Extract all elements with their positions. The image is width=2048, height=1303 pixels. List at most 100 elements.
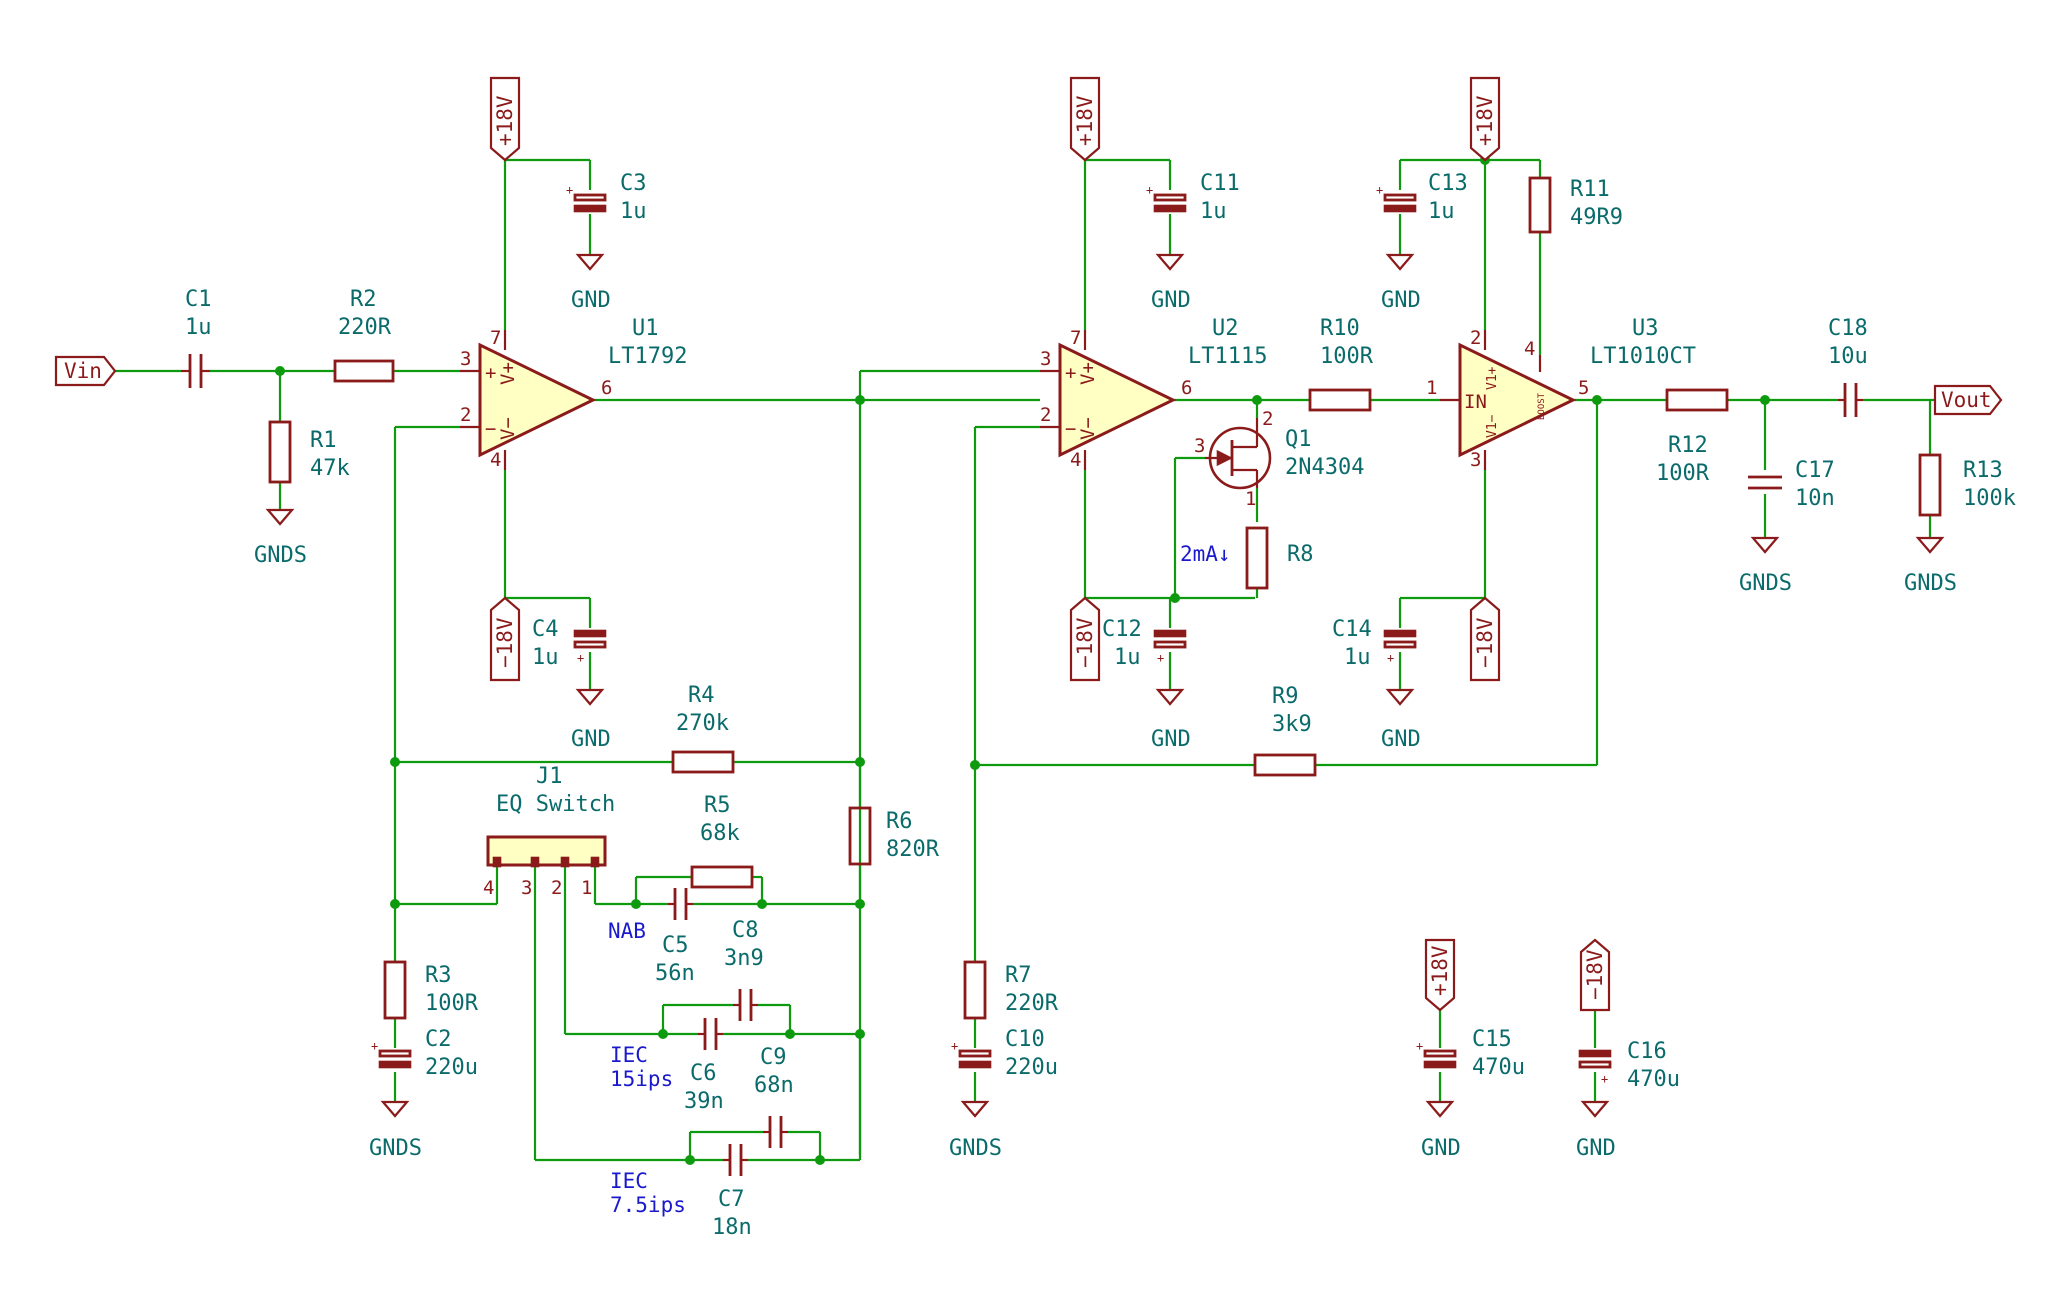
svg-text:C4: C4 xyxy=(532,617,559,642)
svg-text:R1: R1 xyxy=(310,428,337,453)
svg-text:+: + xyxy=(485,362,496,384)
capacitor-c4: + xyxy=(573,629,607,665)
svg-text:470u: 470u xyxy=(1472,1055,1525,1080)
rail-pos-u3: +18V xyxy=(1469,76,1501,162)
svg-text:4: 4 xyxy=(483,877,494,899)
svg-text:2mA↓: 2mA↓ xyxy=(1180,542,1231,566)
svg-text:270k: 270k xyxy=(676,711,729,736)
capacitor-c1 xyxy=(181,354,210,388)
svg-text:3: 3 xyxy=(1194,435,1205,457)
svg-text:−18V: −18V xyxy=(1583,949,1607,1000)
svg-text:C6: C6 xyxy=(690,1061,717,1086)
svg-text:V1−: V1− xyxy=(1485,414,1500,438)
jfet-q1: 3 2 1 xyxy=(1194,408,1273,510)
svg-text:GNDS: GNDS xyxy=(254,543,307,568)
svg-text:R5: R5 xyxy=(704,793,731,818)
capacitor-c16: + xyxy=(1578,1049,1612,1086)
component-labels: C1 1u R2 220R R1 47k U1 LT1792 C3 1u C4 … xyxy=(185,171,2016,1240)
svg-text:C18: C18 xyxy=(1828,316,1868,341)
svg-text:Vout: Vout xyxy=(1941,388,1992,412)
svg-text:C7: C7 xyxy=(718,1187,745,1212)
svg-text:1u: 1u xyxy=(1114,645,1141,670)
svg-text:1u: 1u xyxy=(532,645,559,670)
rail-pos-c15: +18V xyxy=(1424,938,1456,1012)
svg-text:V+: V+ xyxy=(1077,362,1099,385)
opamp-u2: + − V+ V− 3 2 6 7 4 xyxy=(1040,327,1192,471)
svg-text:+18V: +18V xyxy=(1473,95,1497,146)
svg-text:R7: R7 xyxy=(1005,963,1032,988)
svg-text:C10: C10 xyxy=(1005,1027,1045,1052)
svg-text:+18V: +18V xyxy=(1428,945,1452,996)
svg-text:1: 1 xyxy=(581,877,592,899)
svg-text:1u: 1u xyxy=(1428,199,1455,224)
svg-text:−: − xyxy=(485,418,496,440)
resistor-r5 xyxy=(690,865,754,889)
svg-text:R2: R2 xyxy=(350,287,377,312)
svg-text:R10: R10 xyxy=(1320,316,1360,341)
capacitor-c15: + xyxy=(1416,1039,1457,1069)
svg-text:C8: C8 xyxy=(732,918,759,943)
resistor-r13 xyxy=(1918,453,1942,517)
svg-text:3: 3 xyxy=(1470,449,1481,471)
svg-text:C12: C12 xyxy=(1102,617,1142,642)
rail-neg-u1: −18V xyxy=(489,596,521,682)
svg-text:2: 2 xyxy=(1470,327,1481,349)
svg-text:1u: 1u xyxy=(620,199,647,224)
svg-text:C13: C13 xyxy=(1428,171,1468,196)
svg-text:V+: V+ xyxy=(497,362,519,385)
svg-text:GND: GND xyxy=(1151,288,1191,313)
svg-text:2: 2 xyxy=(460,404,471,426)
svg-text:100R: 100R xyxy=(1320,344,1374,369)
svg-text:C11: C11 xyxy=(1200,171,1240,196)
svg-text:J1: J1 xyxy=(536,764,563,789)
resistor-r2 xyxy=(333,359,395,383)
svg-text:V−: V− xyxy=(497,417,519,440)
svg-text:GND: GND xyxy=(1381,727,1421,752)
resistor-r7 xyxy=(963,960,987,1020)
svg-text:56n: 56n xyxy=(655,961,695,986)
svg-text:+: + xyxy=(951,1039,958,1053)
svg-text:C2: C2 xyxy=(425,1027,452,1052)
svg-text:C3: C3 xyxy=(620,171,647,196)
svg-text:3: 3 xyxy=(521,877,532,899)
vin-port: Vin xyxy=(54,355,117,387)
svg-text:GNDS: GNDS xyxy=(1904,571,1957,596)
ground-symbols xyxy=(265,253,1945,1118)
svg-text:10n: 10n xyxy=(1795,486,1835,511)
svg-text:3n9: 3n9 xyxy=(724,946,764,971)
svg-text:1: 1 xyxy=(1245,488,1256,510)
svg-text:C5: C5 xyxy=(662,933,689,958)
resistor-r9 xyxy=(1253,753,1317,777)
ground-labels: GNDS GND GND GNDS GND GND GNDS GND GND G… xyxy=(254,288,1957,1161)
svg-text:−18V: −18V xyxy=(1473,617,1497,668)
svg-text:V−: V− xyxy=(1077,417,1099,440)
capacitor-c14: + xyxy=(1383,629,1417,665)
capacitor-c5 xyxy=(668,888,693,920)
svg-text:C9: C9 xyxy=(760,1045,787,1070)
capacitor-c17 xyxy=(1748,475,1782,490)
svg-text:+18V: +18V xyxy=(493,95,517,146)
svg-text:18n: 18n xyxy=(712,1215,752,1240)
svg-text:−18V: −18V xyxy=(1073,617,1097,668)
svg-text:100R: 100R xyxy=(425,991,479,1016)
resistor-r3 xyxy=(383,960,407,1020)
resistor-r4 xyxy=(671,750,735,774)
svg-text:7.5ips: 7.5ips xyxy=(610,1193,686,1217)
svg-text:100R: 100R xyxy=(1656,461,1710,486)
resistor-r8 xyxy=(1245,526,1269,590)
svg-text:GND: GND xyxy=(1421,1136,1461,1161)
svg-text:7: 7 xyxy=(490,327,501,349)
svg-text:3: 3 xyxy=(460,348,471,370)
svg-text:C15: C15 xyxy=(1472,1027,1512,1052)
vout-port: Vout xyxy=(1933,384,2003,416)
capacitor-c10: + xyxy=(951,1039,992,1069)
svg-text:Vin: Vin xyxy=(64,359,102,383)
resistor-r12 xyxy=(1665,388,1729,412)
capacitor-c12: + xyxy=(1153,629,1187,665)
resistor-r6 xyxy=(848,806,872,866)
svg-text:IEC: IEC xyxy=(610,1043,648,1067)
svg-text:220u: 220u xyxy=(425,1055,478,1080)
svg-text:3: 3 xyxy=(1040,348,1051,370)
svg-text:R3: R3 xyxy=(425,963,452,988)
